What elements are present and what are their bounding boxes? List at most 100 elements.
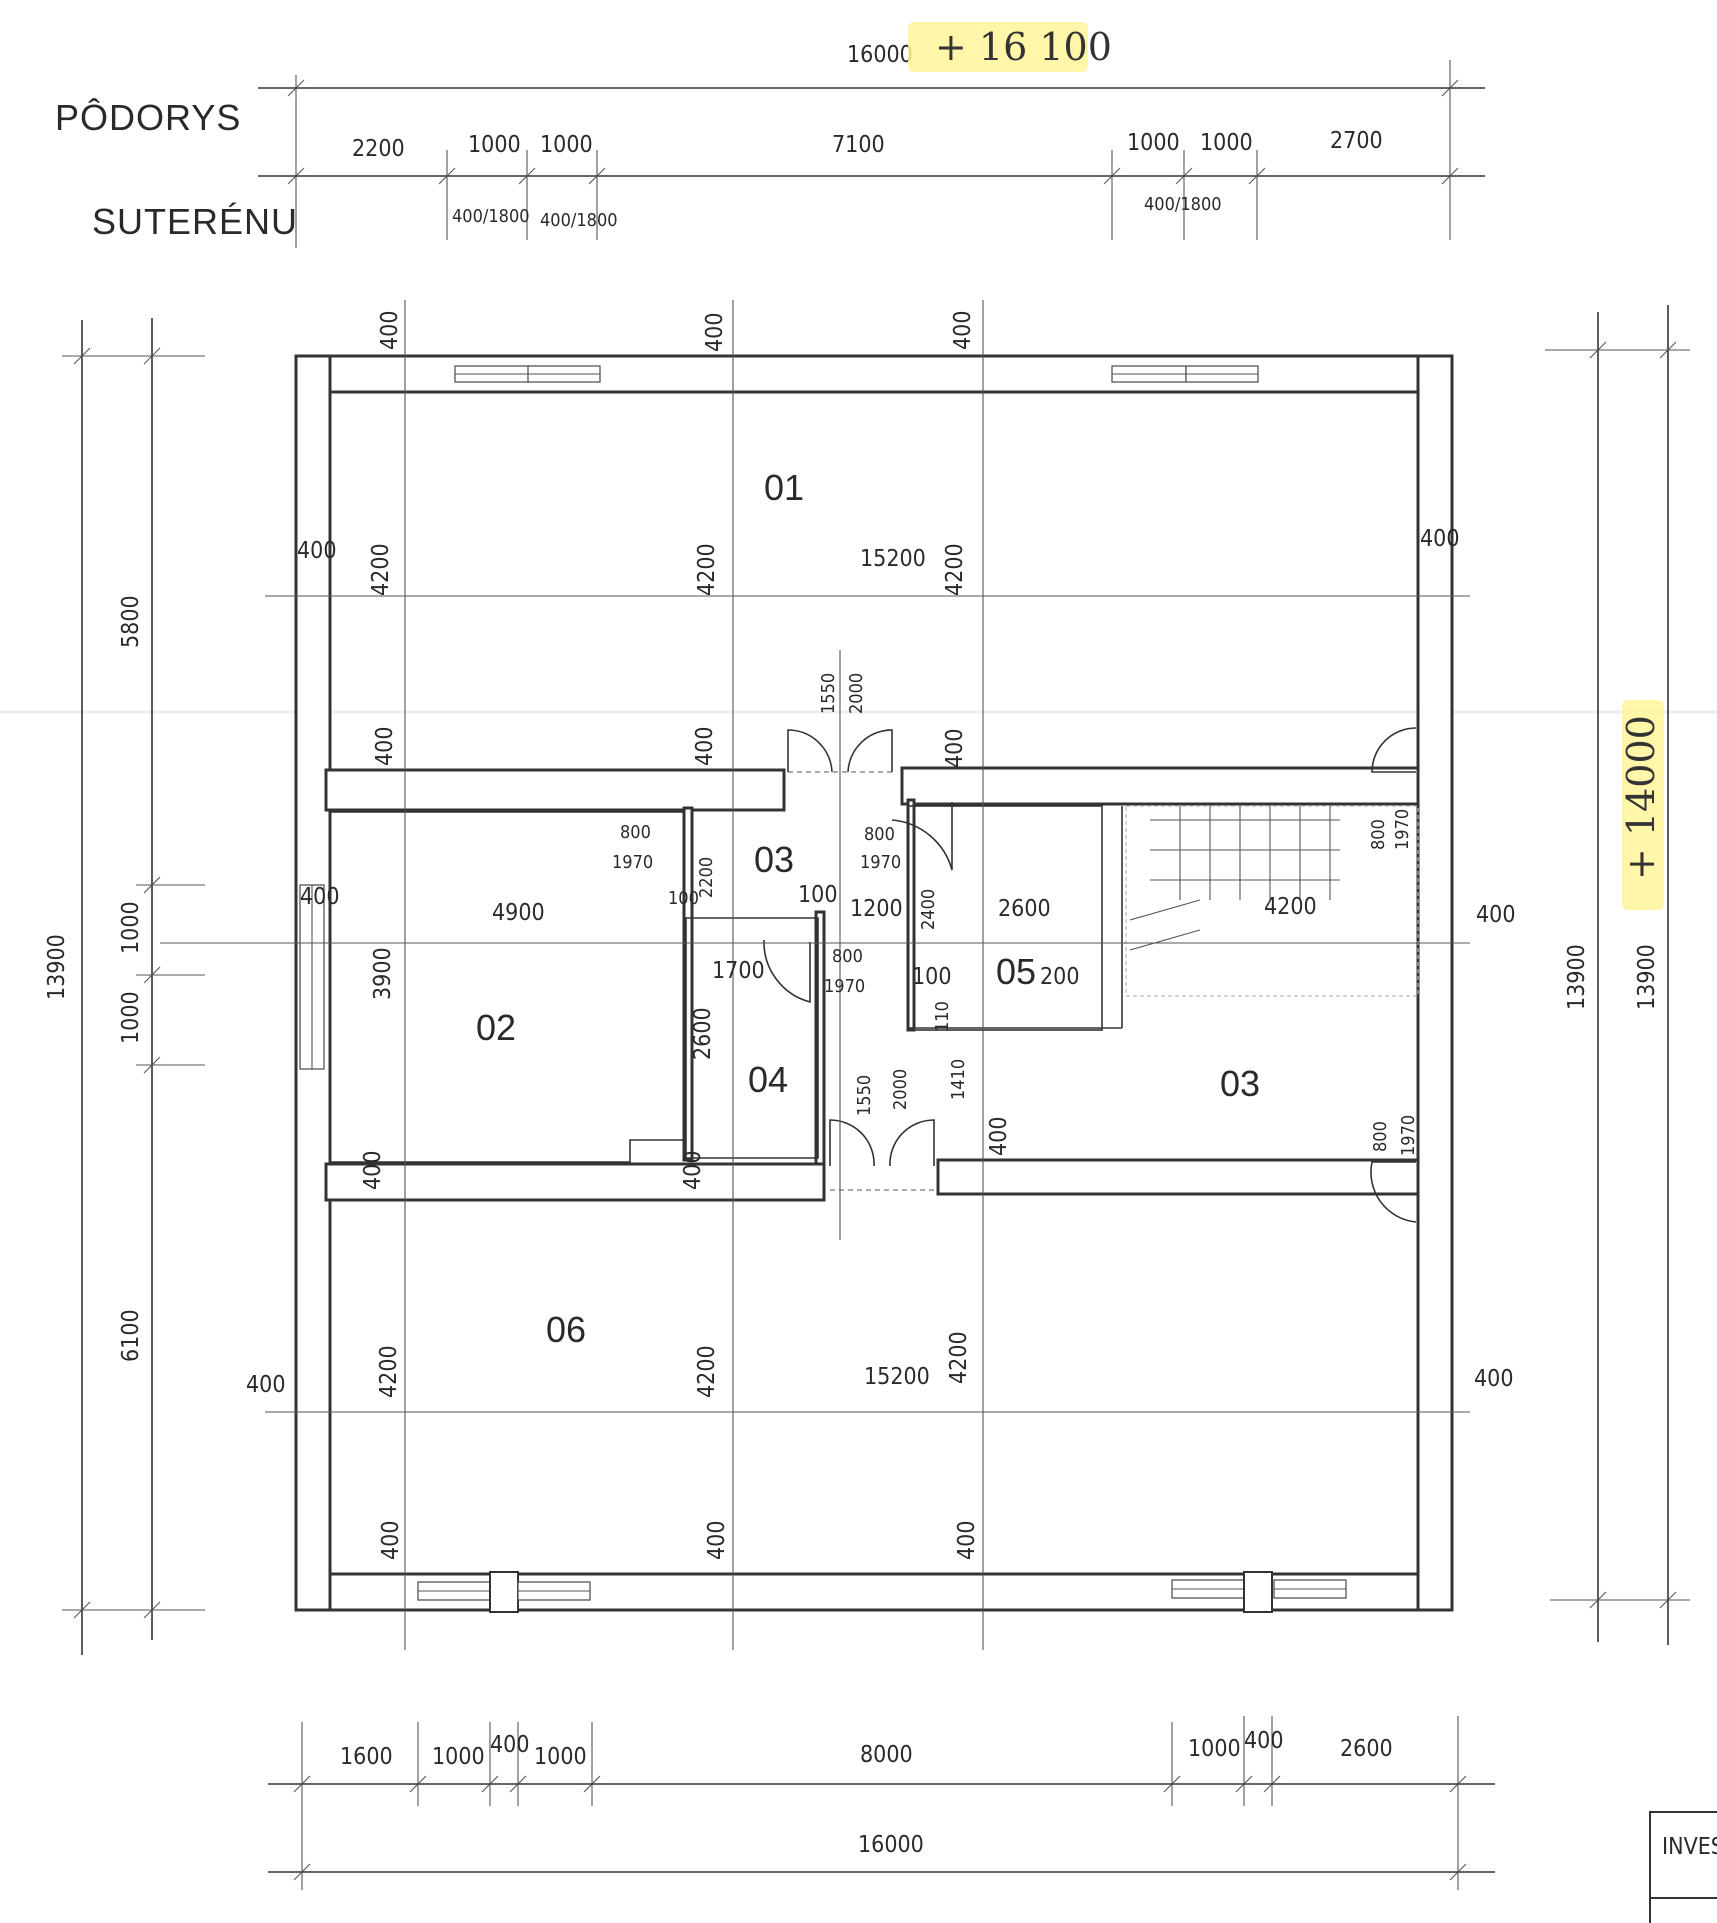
svg-text:800: 800	[864, 824, 895, 845]
top-dim-segment: 2700	[1330, 128, 1383, 154]
top-window-dim: 400/1800	[540, 210, 618, 231]
svg-text:110: 110	[932, 1001, 953, 1032]
svg-text:2200: 2200	[696, 857, 717, 898]
svg-text:2000: 2000	[890, 1069, 911, 1110]
svg-text:400: 400	[378, 1521, 404, 1561]
svg-text:3900: 3900	[370, 947, 396, 1000]
bottom-dim-segment: 1000	[534, 1744, 587, 1770]
svg-text:200: 200	[1040, 964, 1080, 990]
svg-text:400: 400	[950, 311, 976, 351]
top-dim-segment: 1000	[540, 132, 593, 158]
svg-text:400: 400	[246, 1372, 286, 1398]
svg-text:15200: 15200	[860, 546, 926, 572]
svg-text:2400: 2400	[918, 889, 939, 930]
top-dimension-chain	[258, 60, 1485, 248]
left-dimension-chain	[62, 318, 205, 1655]
svg-text:4200: 4200	[376, 1345, 402, 1398]
svg-text:400: 400	[986, 1117, 1012, 1157]
svg-text:100: 100	[798, 882, 838, 908]
svg-text:400: 400	[372, 727, 398, 767]
svg-text:1200: 1200	[850, 896, 903, 922]
svg-text:800: 800	[1370, 1121, 1391, 1152]
svg-text:4200: 4200	[694, 1345, 720, 1398]
svg-text:800: 800	[832, 946, 863, 967]
bottom-dim-segment: 400	[490, 1732, 530, 1758]
top-dim-segment: 1000	[468, 132, 521, 158]
svg-text:4200: 4200	[942, 543, 968, 596]
room-label-05: 05	[996, 951, 1036, 992]
svg-text:4200: 4200	[1264, 894, 1317, 920]
bottom-dim-segment: 1600	[340, 1744, 393, 1770]
svg-text:1550: 1550	[818, 673, 839, 714]
top-dim-segment: 2200	[352, 136, 405, 162]
staircase	[1125, 805, 1419, 997]
bottom-dim-segment: 1000	[1188, 1736, 1241, 1762]
svg-text:400: 400	[704, 1521, 730, 1561]
top-dim-segment: 1000	[1200, 130, 1253, 156]
top-dim-segment: 1000	[1127, 130, 1180, 156]
room-04-outline	[685, 917, 819, 1159]
left-dim-segment: 5800	[118, 595, 144, 648]
svg-text:400: 400	[702, 313, 728, 353]
svg-text:400: 400	[954, 1521, 980, 1561]
svg-text:400: 400	[1420, 526, 1460, 552]
top-windows	[454, 365, 1259, 383]
highlight-right	[1622, 700, 1664, 910]
svg-text:2000: 2000	[846, 673, 867, 714]
top-window-dim: 400/1800	[452, 206, 530, 227]
svg-text:1970: 1970	[860, 852, 901, 873]
svg-text:1970: 1970	[612, 852, 653, 873]
left-overall-dimension: 13900	[44, 934, 70, 1000]
axis-lines	[160, 300, 1470, 1650]
bottom-overall-dimension: 16000	[858, 1832, 924, 1858]
room-02-outline	[330, 811, 685, 1163]
svg-text:15200: 15200	[864, 1364, 930, 1390]
title-block-label: INVES	[1662, 1834, 1717, 1860]
svg-text:4200: 4200	[694, 543, 720, 596]
svg-text:1970: 1970	[824, 976, 865, 997]
room-label-01: 01	[764, 467, 804, 508]
right-overall-dimension-a: 13900	[1564, 944, 1590, 1010]
svg-text:400: 400	[360, 1151, 386, 1191]
bottom-dim-segment: 1000	[432, 1744, 485, 1770]
svg-text:800: 800	[620, 822, 651, 843]
svg-text:4200: 4200	[946, 1331, 972, 1384]
doors	[763, 727, 1417, 1223]
right-overall-dimension-b: 13900	[1634, 944, 1660, 1010]
svg-text:2600: 2600	[690, 1007, 716, 1060]
svg-text:400: 400	[692, 727, 718, 767]
svg-text:400: 400	[297, 538, 337, 564]
top-overall-dimension: 16000	[847, 42, 913, 68]
left-dim-segment: 6100	[118, 1309, 144, 1362]
bottom-dim-segment: 400	[1244, 1728, 1284, 1754]
room-label-03-stair: 03	[1220, 1063, 1260, 1104]
title-line-2: SUTERÉNU	[92, 201, 298, 242]
svg-text:1970: 1970	[1392, 809, 1413, 850]
highlight-top	[908, 22, 1088, 72]
bottom-dim-segment: 2600	[1340, 1736, 1393, 1762]
room-label-02: 02	[476, 1007, 516, 1048]
right-dimension-chain	[1545, 305, 1690, 1645]
bottom-dim-segment: 8000	[860, 1742, 913, 1768]
building-walls	[294, 354, 1454, 1612]
svg-text:4900: 4900	[492, 900, 545, 926]
interior-dimensions: 400 400 400 400 400 4200 4200 4200 15200…	[246, 311, 1516, 1561]
top-dim-segment: 7100	[832, 132, 885, 158]
svg-text:1550: 1550	[854, 1075, 875, 1116]
svg-text:1970: 1970	[1398, 1115, 1419, 1156]
left-dim-segment: 1000	[118, 991, 144, 1044]
svg-text:1410: 1410	[948, 1059, 969, 1100]
room-label-03-hall: 03	[754, 839, 794, 880]
svg-text:100: 100	[668, 888, 699, 909]
top-window-dim: 400/1800	[1144, 194, 1222, 215]
svg-text:400: 400	[377, 311, 403, 351]
svg-text:1700: 1700	[712, 958, 765, 984]
svg-text:400: 400	[1474, 1366, 1514, 1392]
svg-text:100: 100	[912, 964, 952, 990]
svg-text:400: 400	[300, 884, 340, 910]
left-dim-segment: 1000	[118, 901, 144, 954]
handwritten-right-total: + 14000	[1619, 715, 1663, 880]
room-05-outline	[907, 805, 1103, 1031]
bottom-windows	[417, 1571, 1347, 1613]
